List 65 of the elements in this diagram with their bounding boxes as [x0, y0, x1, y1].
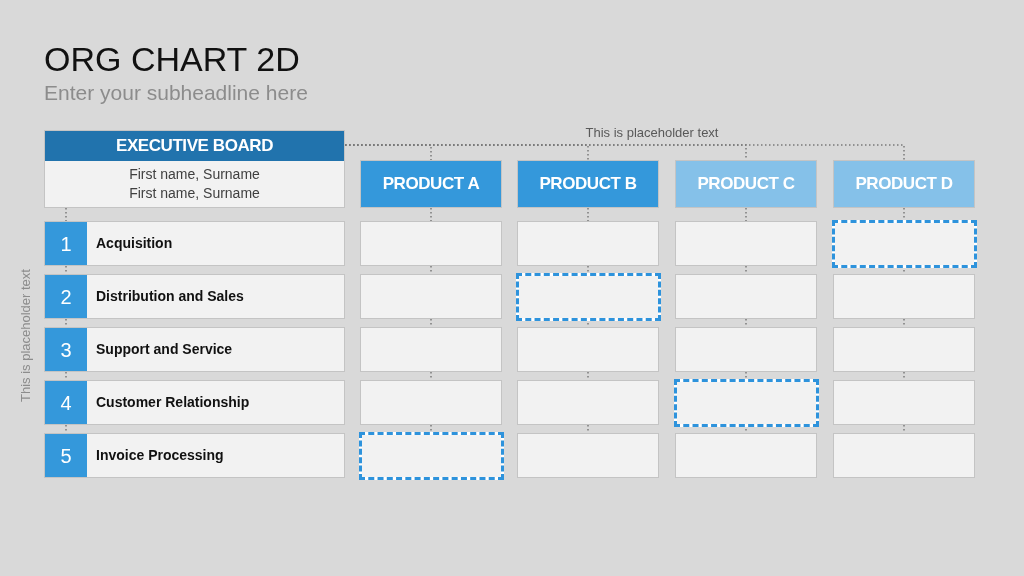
dotted-connector	[65, 318, 67, 328]
process-label: Invoice Processing	[95, 446, 224, 465]
empty-cell	[675, 433, 817, 478]
empty-cell	[517, 327, 659, 372]
dotted-connector	[903, 424, 905, 434]
highlighted-cell	[674, 379, 819, 427]
process-row	[44, 433, 345, 478]
process-row	[44, 380, 345, 425]
empty-cell	[675, 327, 817, 372]
org-box	[44, 130, 345, 208]
step-number: 1	[45, 222, 87, 265]
dotted-connector	[745, 371, 747, 381]
product-header: PRODUCT D	[833, 160, 975, 208]
empty-cell	[517, 380, 659, 425]
process-label: Customer Relationship	[95, 393, 250, 412]
product-header: PRODUCT B	[517, 160, 659, 208]
dotted-connector	[745, 318, 747, 328]
dotted-connector	[745, 265, 747, 275]
dotted-connector	[903, 318, 905, 328]
product-header: PRODUCT C	[675, 160, 817, 208]
dotted-connector	[587, 371, 589, 381]
dotted-connector	[903, 371, 905, 381]
process-row	[44, 221, 345, 266]
placeholder-text: This is placeholder text	[584, 126, 720, 139]
step-number: 3	[45, 328, 87, 371]
highlighted-cell	[359, 432, 504, 480]
process-label: Support and Service	[95, 340, 233, 359]
empty-cell	[675, 221, 817, 266]
slide-title: ORG CHART 2D	[44, 39, 300, 80]
product-header: PRODUCT A	[360, 160, 502, 208]
step-number: 5	[45, 434, 87, 477]
dotted-connector	[430, 265, 432, 275]
step-number: 4	[45, 381, 87, 424]
dotted-connector	[344, 144, 905, 161]
empty-cell	[517, 433, 659, 478]
step-number: 2	[45, 275, 87, 318]
dotted-connector	[587, 265, 589, 275]
dotted-connector	[65, 265, 67, 275]
empty-cell	[833, 380, 975, 425]
dotted-connector	[430, 318, 432, 328]
empty-cell	[833, 433, 975, 478]
person-name: First name, Surname	[129, 165, 260, 184]
board-heading: EXECUTIVE BOARD	[45, 131, 344, 161]
dotted-connector	[430, 371, 432, 381]
empty-cell	[360, 380, 502, 425]
subheadline: Enter your subheadline here	[44, 80, 308, 106]
dotted-connector	[65, 371, 67, 381]
process-row	[44, 274, 345, 319]
person-name: First name, Surname	[129, 184, 260, 203]
process-label: Distribution and Sales	[95, 287, 244, 306]
empty-cell	[517, 221, 659, 266]
empty-cell	[833, 327, 975, 372]
dotted-connector	[587, 424, 589, 434]
empty-cell	[833, 274, 975, 319]
process-row	[44, 327, 345, 372]
empty-cell	[360, 221, 502, 266]
empty-cell	[675, 274, 817, 319]
dotted-connector	[430, 424, 432, 434]
highlighted-cell	[516, 273, 661, 321]
dotted-connector	[65, 424, 67, 434]
empty-cell	[360, 274, 502, 319]
empty-cell	[360, 327, 502, 372]
highlighted-cell	[832, 220, 977, 268]
placeholder-text: This is placeholder text	[19, 268, 32, 405]
process-label: Acquisition	[95, 234, 173, 253]
